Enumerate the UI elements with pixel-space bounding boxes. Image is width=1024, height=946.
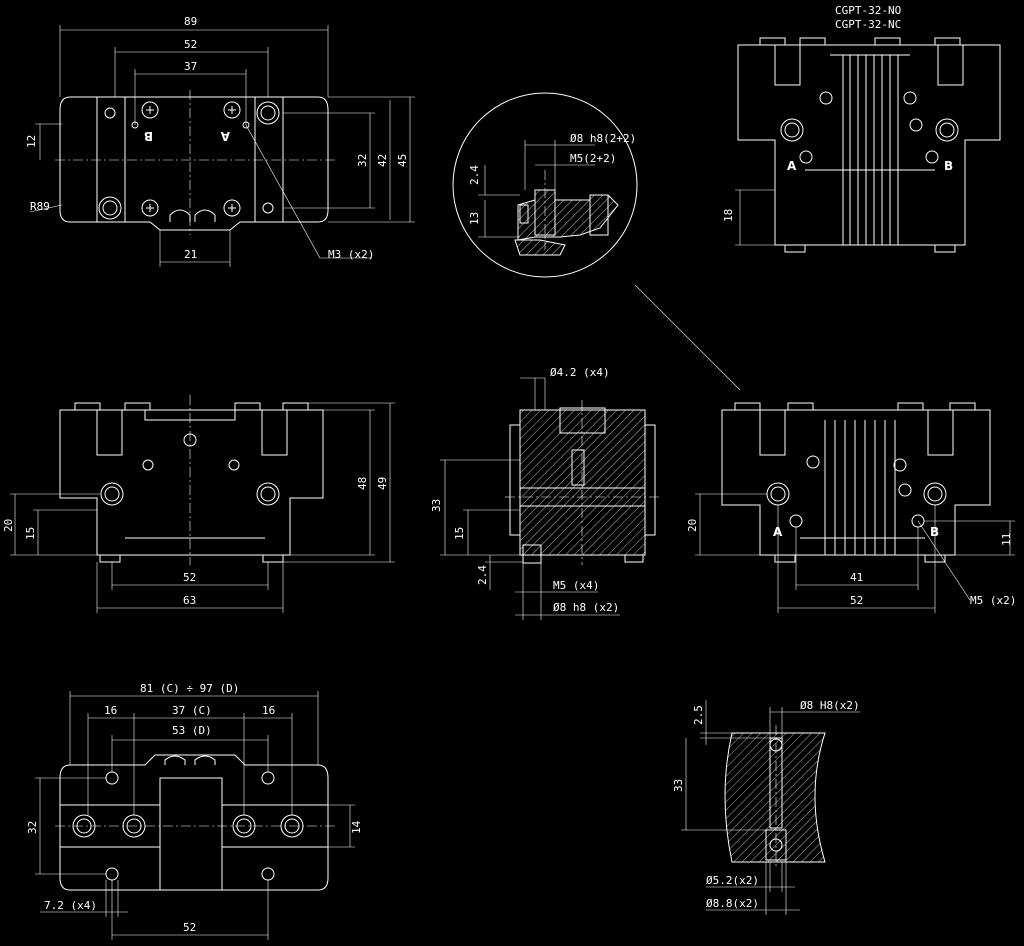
side-dia-4-2: Ø4.2 (x4) [550,366,610,379]
rf-dim-20: 20 [686,519,699,532]
bottom-dim-16-right: 16 [262,704,275,717]
side-dim-33: 33 [430,499,443,512]
port-a-label: A [220,129,230,143]
side-dia-8-h8: Ø8 h8 (x2) [553,601,619,614]
model-no: CGPT-32-NO [835,4,901,17]
bottom-dim-32: 32 [26,821,39,834]
jaw-dim-33: 33 [672,779,685,792]
jaw-dia-8-8: Ø8.8(x2) [706,897,759,910]
rf-callout-m5: M5 (x2) [970,594,1016,607]
callout-m3: M3 (x2) [328,248,374,261]
bottom-dim-53d: 53 (D) [172,724,212,737]
bottom-dim-52: 52 [183,921,196,934]
detail-dim-13: 13 [468,212,481,225]
dim-45: 45 [396,154,409,167]
bottom-dim-16-left: 16 [104,704,117,717]
dim-42: 42 [376,154,389,167]
rf-dim-41: 41 [850,571,863,584]
dim-89: 89 [184,15,197,28]
bottom-dim-14: 14 [350,820,363,834]
jaw-dia-5-2: Ø5.2(x2) [706,874,759,887]
dim-18-label: 18 [722,209,735,222]
dim-32: 32 [356,154,369,167]
front-dim-20: 20 [2,519,15,532]
dim-37: 37 [184,60,197,73]
bottom-dim-7-2: 7.2 (x4) [44,899,97,912]
side-m5: M5 (x4) [553,579,599,592]
rf-port-a: A [773,525,783,539]
port-a-label: A [787,159,797,173]
front-dim-63: 63 [183,594,196,607]
jaw-dia-8-H8: Ø8 H8(x2) [800,699,860,712]
side-section: Ø4.2 (x4) 33 15 2.4 M5 (x4) Ø8 h8 (x2) [430,366,660,620]
jaw-section: 2.5 Ø8 H8(x2) 33 Ø5.2(x2) Ø8.8(x2) [672,699,860,915]
right-front-view: 20 11 41 52 M5 (x2) A B [686,402,1016,613]
front-view: 20 15 48 49 52 63 [2,395,395,613]
dim-52: 52 [184,38,197,51]
top-view: 89 52 37 12 32 42 45 R89 21 M3 (x2) A B [25,15,415,267]
rf-dim-52: 52 [850,594,863,607]
detail-view: Ø8 h8(2+2) M5(2+2) 2.4 13 [452,92,741,391]
jaw-dim-2-5: 2.5 [692,705,705,725]
rf-dim-11: 11 [1000,533,1013,546]
port-b-label: B [944,159,953,173]
detail-dia-8-h8: Ø8 h8(2+2) [570,132,636,145]
front-dim-52: 52 [183,571,196,584]
bottom-view: 81 (C) ÷ 97 (D) 16 37 (C) 16 53 (D) 32 1… [26,682,363,940]
dim-r89: R89 [30,200,50,213]
dim-21: 21 [184,248,197,261]
detail-dim-2-4: 2.4 [468,165,481,185]
rf-port-b: B [930,525,939,539]
detail-m5: M5(2+2) [570,152,616,165]
bottom-dim-37c: 37 (C) [172,704,212,717]
top-right-view: CGPT-32-NO CGPT-32-NC A B 11 18 [722,4,1001,253]
side-dim-15: 15 [453,527,466,540]
dim-12: 12 [25,135,38,148]
front-dim-48: 48 [356,477,369,490]
side-dim-2-4: 2.4 [476,565,489,585]
bottom-dim-81-97: 81 (C) ÷ 97 (D) [140,682,239,695]
front-dim-49: 49 [376,477,389,490]
model-nc: CGPT-32-NC [835,18,901,31]
front-dim-15: 15 [24,527,37,540]
port-b-label: B [144,129,153,143]
